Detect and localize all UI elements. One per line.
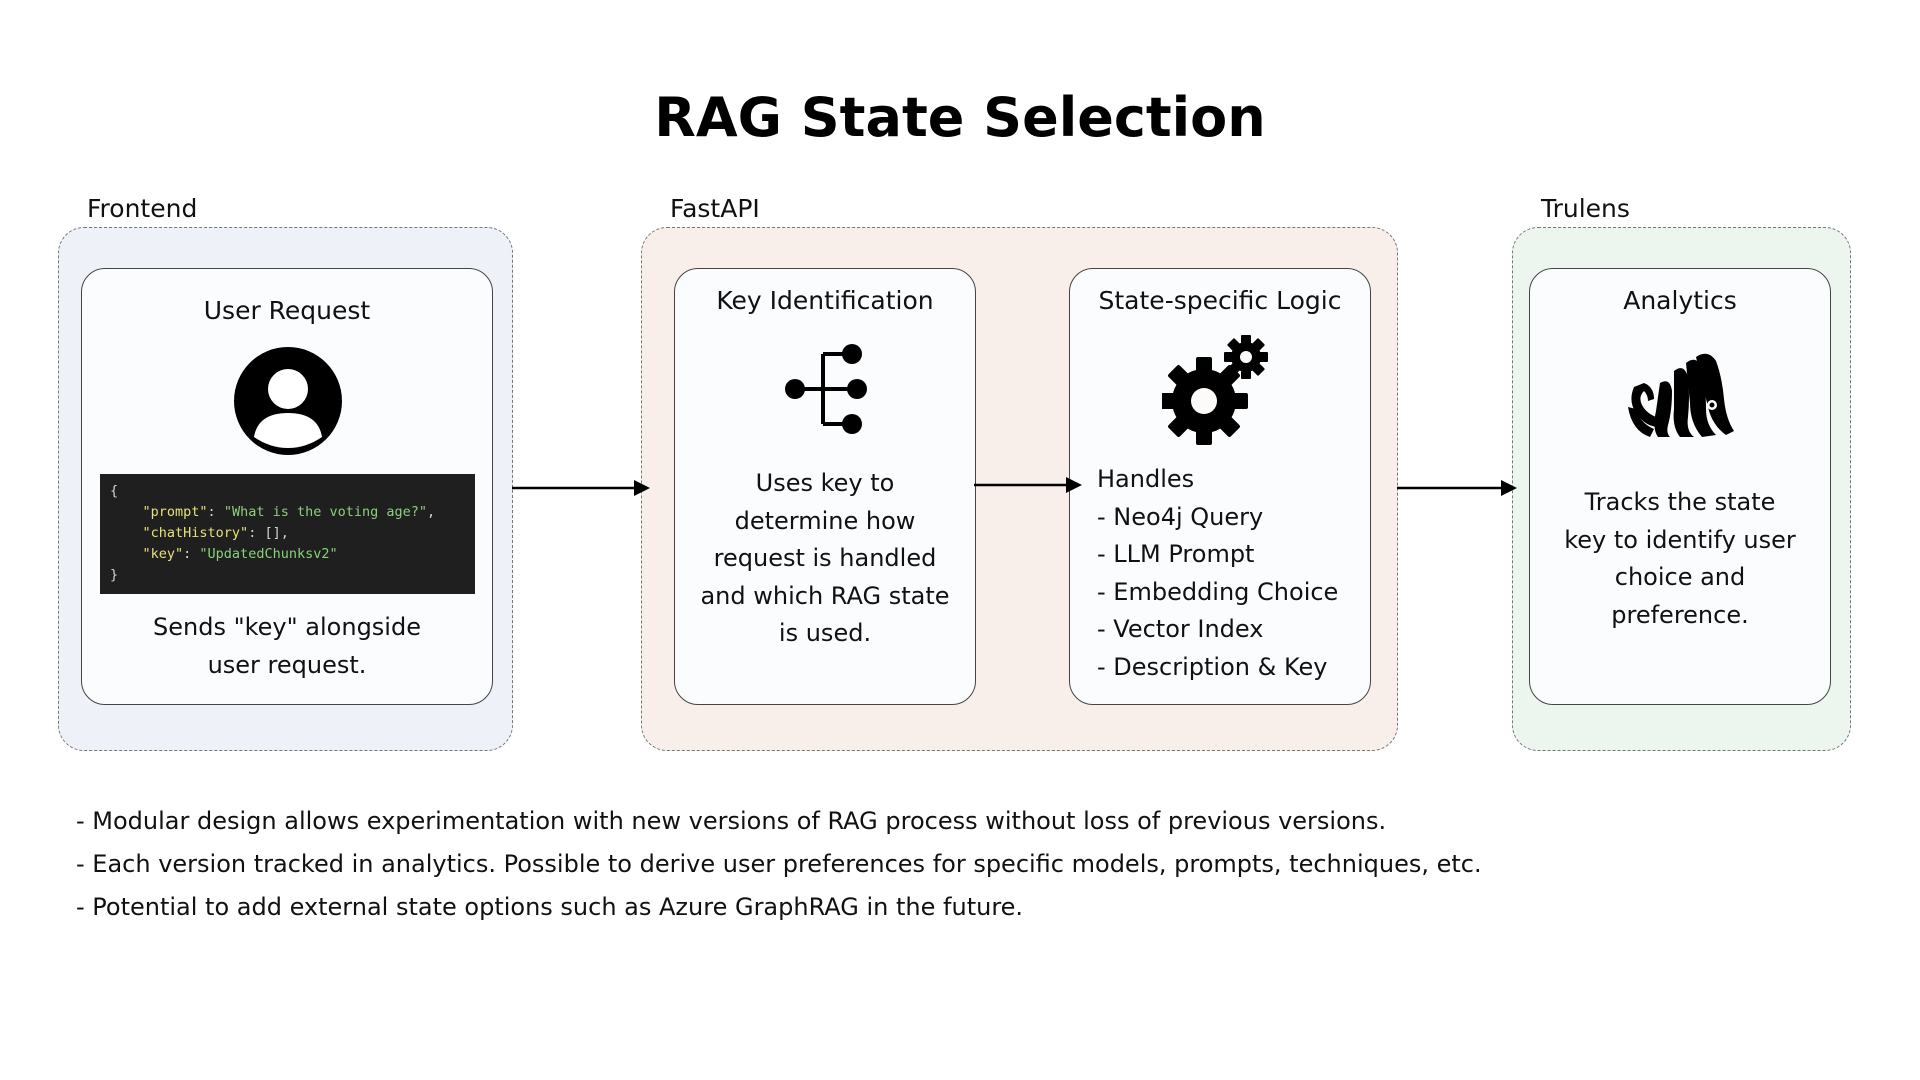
card-title: Analytics: [1623, 286, 1737, 315]
text-line: Sends "key" alongside: [153, 613, 421, 641]
text-line: user request.: [207, 650, 367, 679]
note-item: - Each version tracked in analytics. Pos…: [76, 850, 1482, 878]
arrow-frontend-to-fastapi: [512, 480, 650, 496]
code-value-prompt: "What is the voting age?": [223, 504, 428, 520]
card-description: Uses key to determine how request is han…: [675, 465, 975, 653]
card-description: Tracks the state key to identify user ch…: [1530, 484, 1830, 634]
text-line: preference.: [1611, 600, 1749, 629]
list-item: - Vector Index: [1097, 615, 1264, 643]
code-punc: ,: [427, 504, 436, 520]
group-frontend: User Request { "prompt": "What is the vo…: [58, 227, 513, 751]
trulens-squid-icon: [1628, 353, 1734, 437]
code-key-chat-history: "chatHistory": [142, 525, 249, 541]
gears-icon: [1162, 335, 1268, 445]
card-key-identification: Key Identification Uses key to determine…: [674, 268, 976, 705]
text-line: request is handled: [713, 544, 937, 572]
text-line: choice and: [1614, 563, 1746, 591]
text-line: determine how: [734, 506, 916, 535]
list-item: - Description & Key: [1097, 652, 1328, 681]
card-state-specific-logic: State-specific Logic: [1069, 268, 1371, 705]
handles-list: Handles - Neo4j Query - LLM Prompt - Emb…: [1097, 461, 1338, 686]
list-item: Handles: [1097, 465, 1195, 493]
notes-list: - Modular design allows experimentation …: [76, 800, 1482, 929]
list-item: - Neo4j Query: [1097, 502, 1264, 531]
code-value-chat-history: []: [264, 525, 281, 541]
page-title: RAG State Selection: [654, 86, 1266, 149]
code-snippet: { "prompt": "What is the voting age?", "…: [100, 474, 475, 594]
note-item: - Modular design allows experimentation …: [76, 807, 1387, 835]
card-title: User Request: [203, 296, 371, 325]
note-item: - Potential to add external state option…: [76, 893, 1024, 921]
code-key-key: "key": [142, 546, 184, 562]
card-user-request: User Request { "prompt": "What is the vo…: [81, 268, 493, 705]
branch-tree-icon: [785, 344, 867, 434]
list-item: - LLM Prompt: [1097, 540, 1255, 568]
text-line: and which RAG state: [700, 581, 950, 610]
group-label-fastapi: FastAPI: [670, 194, 760, 223]
code-key-prompt: "prompt": [142, 504, 208, 520]
arrow-fastapi-to-trulens: [1397, 480, 1517, 496]
group-trulens: Analytics Tracks the state key to identi…: [1512, 227, 1851, 751]
code-punc: ,: [280, 525, 289, 541]
list-item: - Embedding Choice: [1097, 577, 1339, 606]
group-label-trulens: Trulens: [1541, 194, 1630, 223]
text-line: Uses key to: [755, 469, 895, 497]
card-title: Key Identification: [716, 286, 934, 315]
card-title: State-specific Logic: [1098, 286, 1342, 315]
text-line: key to identify user: [1564, 525, 1796, 554]
card-analytics: Analytics Tracks the state key to identi…: [1529, 268, 1831, 705]
card-description: Sends "key" alongside user request.: [82, 609, 492, 684]
group-fastapi: Key Identification Uses key to determine…: [641, 227, 1398, 751]
code-open-brace: {: [110, 483, 119, 499]
code-close-brace: }: [110, 567, 119, 583]
code-value-key: "UpdatedChunksv2": [199, 546, 338, 562]
arrow-key-to-logic: [974, 477, 1082, 493]
user-avatar-icon: [234, 347, 342, 455]
text-line: Tracks the state: [1584, 488, 1776, 516]
text-line: is used.: [778, 619, 872, 647]
group-label-frontend: Frontend: [87, 194, 198, 223]
